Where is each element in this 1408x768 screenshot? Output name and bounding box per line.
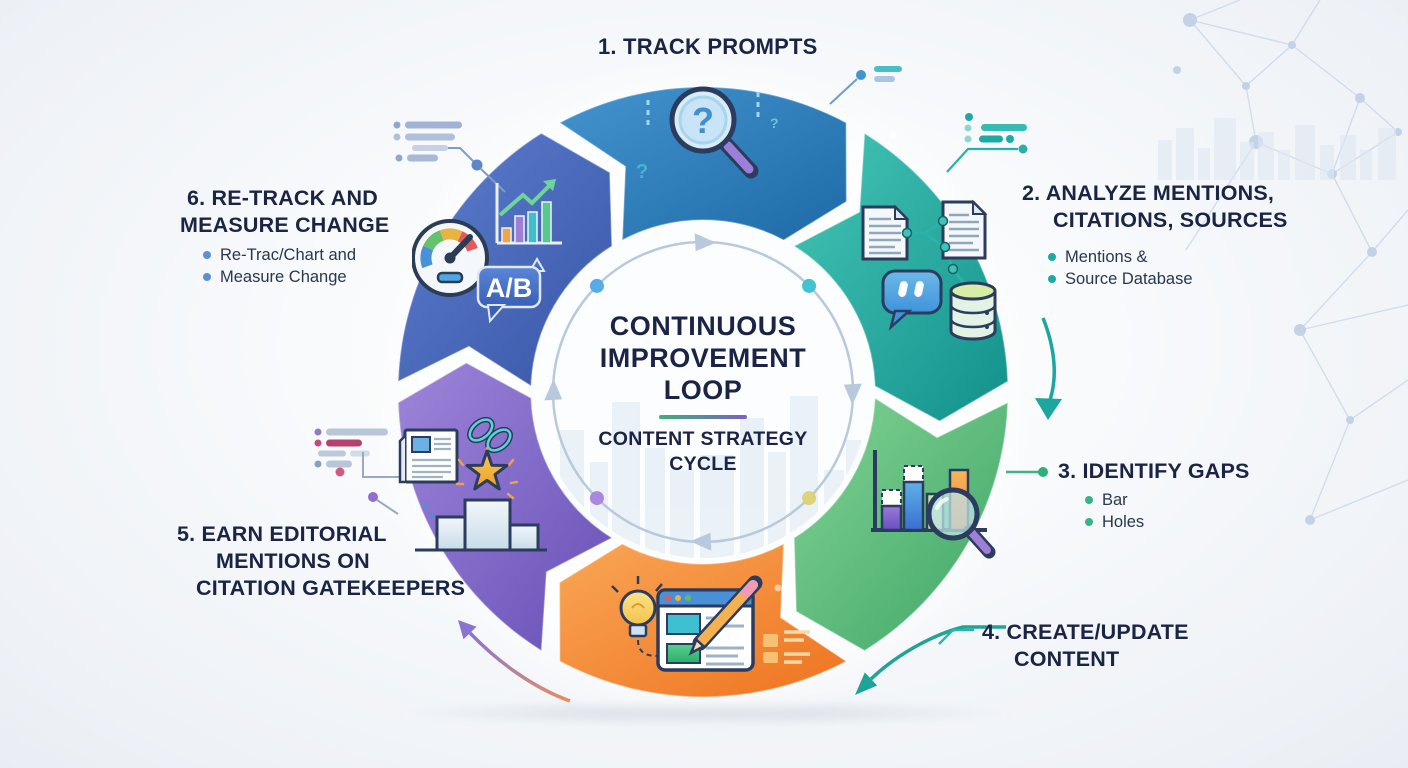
bullet-dot	[203, 251, 211, 259]
flow-arrow-bottom-right	[855, 625, 1006, 695]
gap-bars-magnifier-icon	[865, 442, 1005, 572]
gauge-chart-ab-test-icon: A/B	[411, 175, 572, 332]
step2-bullet-1: Mentions &	[1048, 246, 1148, 268]
bullet-dot	[1085, 496, 1093, 504]
magnifier-question-glyph: ?	[692, 100, 714, 141]
sparkle-dots	[545, 131, 1013, 592]
bullet-dot	[1085, 518, 1093, 526]
ring-dot	[802, 278, 817, 293]
bullet-dot	[203, 273, 211, 281]
ring-arrowhead	[694, 233, 717, 252]
list-lines-decoration-step2	[946, 113, 1028, 173]
step6-bullet-1: Re-Trac/Chart and	[203, 244, 356, 266]
center-title-line: CONTINUOUS	[609, 311, 797, 341]
step2-label: 2. ANALYZE MENTIONS, CITATIONS, SOURCES	[1022, 181, 1288, 232]
lightbulb-editor-pencil-icon	[600, 568, 815, 693]
gauge	[411, 219, 489, 297]
ring-arrowhead	[544, 378, 563, 401]
dot-lines-decoration-step1	[829, 66, 902, 105]
ab-badge-label: A/B	[486, 273, 533, 303]
ring-arrowhead	[689, 532, 712, 551]
step5-label: 5. EARN EDITORIAL MENTIONS ON CITATION G…	[177, 522, 466, 600]
scattered-question-mark: ?	[636, 161, 648, 183]
step6-bullet-2: Measure Change	[203, 266, 347, 288]
step1-label: 1. TRACK PROMPTS	[598, 33, 818, 60]
magnifier-question-icon: ? ? ?	[630, 70, 790, 200]
step4-connector	[938, 628, 974, 645]
skyline-right-decoration	[1158, 118, 1396, 180]
ring-arrowhead	[843, 383, 862, 406]
center-subtitle-line: CYCLE	[669, 453, 737, 475]
step4-label: 4. CREATE/UPDATE CONTENT	[982, 620, 1189, 671]
star-shape	[465, 449, 509, 491]
center-subtitle-line: CONTENT STRATEGY	[598, 428, 808, 450]
step3-connector	[1006, 467, 1048, 477]
step1-title: 1. TRACK PROMPTS	[598, 34, 818, 59]
ab-test-badge: A/B	[476, 257, 546, 324]
ring-dot	[589, 491, 604, 506]
flow-arrow-right	[1035, 317, 1062, 420]
center-title-block: CONTINUOUS IMPROVEMENT LOOP CONTENT STRA…	[548, 310, 858, 477]
gradient-divider	[659, 415, 747, 419]
list-lines-decoration-step5	[314, 428, 400, 515]
loop-segment-step1	[558, 86, 848, 242]
ring-dot	[802, 491, 817, 506]
center-title-line: LOOP	[663, 375, 743, 405]
inner-ring-arrows	[544, 233, 862, 551]
step3-label: 3. IDENTIFY GAPS	[1058, 459, 1250, 483]
bullet-dot	[1048, 253, 1056, 261]
center-title-line: IMPROVEMENT	[599, 343, 807, 373]
newspaper-link-star-podium-icon	[395, 408, 560, 563]
loop-segment-step6	[397, 132, 613, 388]
step3-bullet-1: Bar	[1085, 489, 1128, 511]
documents-quote-database-icon	[855, 195, 1005, 355]
inner-ring-dots	[589, 278, 817, 506]
scattered-question-mark: ?	[770, 115, 779, 131]
flow-arrow-bottom-left	[458, 620, 571, 703]
step6-label: 6. RE-TRACK AND MEASURE CHANGE	[180, 186, 390, 237]
ring-dot	[589, 278, 604, 293]
step3-bullet-2: Holes	[1085, 511, 1144, 533]
growth-chart	[495, 179, 562, 245]
list-lines-decoration-step6	[393, 121, 506, 193]
step2-bullet-2: Source Database	[1048, 268, 1193, 290]
bullet-dot	[1048, 275, 1056, 283]
